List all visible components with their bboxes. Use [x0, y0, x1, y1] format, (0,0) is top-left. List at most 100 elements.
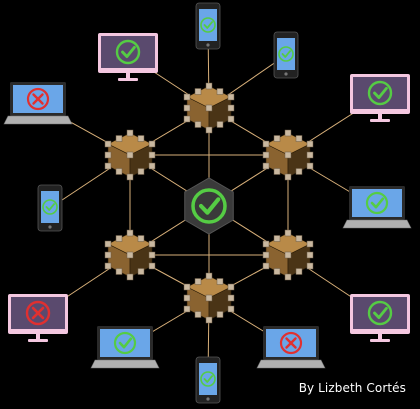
cube-connector [194, 88, 202, 95]
cube-connector [273, 135, 281, 142]
cube-connector [126, 251, 134, 259]
author-credit: By Lizbeth Cortés [298, 381, 406, 395]
cube-connector [306, 251, 314, 259]
node-cube-upper-left [104, 129, 156, 181]
node-cube-bottom [183, 272, 235, 324]
phone-left [37, 184, 63, 232]
cube-connector [126, 273, 134, 281]
cube-connector [183, 305, 191, 313]
cube-connector [284, 273, 292, 281]
cube-connector [183, 294, 191, 302]
cube-connector [306, 151, 314, 159]
cube-connector [137, 135, 145, 142]
cube-connector [295, 168, 303, 175]
cube-connector [306, 262, 314, 270]
cube-connector [205, 316, 213, 324]
cube-connector [183, 283, 191, 291]
cube-connector [115, 268, 123, 275]
cube-connector [295, 235, 303, 242]
cube-connector [148, 162, 156, 170]
cube-connector [306, 140, 314, 148]
phone-bottom [195, 356, 221, 404]
check-icon [191, 188, 227, 224]
cube-connector [104, 262, 112, 270]
cube-connector [205, 294, 213, 302]
cube-connector [126, 173, 134, 181]
check-icon [367, 300, 393, 326]
cube-connector [104, 240, 112, 248]
cross-icon [25, 300, 51, 326]
cube-connector [227, 305, 235, 313]
cross-icon [26, 87, 50, 111]
cube-connector [227, 294, 235, 302]
cube-connector [137, 235, 145, 242]
cube-connector [148, 240, 156, 248]
cube-connector [284, 173, 292, 181]
cube-connector [284, 251, 292, 259]
cube-connector [227, 93, 235, 101]
cube-connector [295, 268, 303, 275]
cube-connector [126, 229, 134, 237]
cube-connector [205, 104, 213, 112]
cube-connector [126, 151, 134, 159]
check-icon [200, 17, 216, 33]
cube-connector [273, 168, 281, 175]
cube-connector [104, 162, 112, 170]
node-layer [3, 2, 412, 404]
cube-connector [137, 268, 145, 275]
cube-connector [183, 104, 191, 112]
node-cube-top [183, 82, 235, 134]
cube-connector [183, 115, 191, 123]
cube-connector [115, 135, 123, 142]
laptop-bottom-right [256, 326, 326, 369]
node-cube-upper-right [262, 129, 314, 181]
check-icon [278, 46, 294, 62]
cube-connector [262, 151, 270, 159]
cube-connector [205, 126, 213, 134]
laptop-bottom-left [90, 326, 160, 369]
phone-top-right [273, 31, 299, 79]
check-icon [367, 80, 393, 106]
cube-connector [183, 93, 191, 101]
cube-connector [148, 140, 156, 148]
monitor-bottom-left [8, 294, 68, 342]
cube-connector [216, 121, 224, 128]
check-icon [365, 191, 389, 215]
cube-connector [137, 168, 145, 175]
laptop-left [3, 82, 73, 125]
check-icon [200, 371, 216, 387]
phone-top [195, 2, 221, 50]
cube-connector [126, 129, 134, 137]
cube-connector [284, 229, 292, 237]
monitor-bottom-right [350, 294, 410, 342]
check-icon [113, 331, 137, 355]
cube-connector [216, 311, 224, 318]
cube-connector [194, 311, 202, 318]
cube-connector [284, 151, 292, 159]
cube-connector [216, 278, 224, 285]
cube-connector [216, 88, 224, 95]
cube-connector [194, 278, 202, 285]
cube-connector [227, 283, 235, 291]
central-hub [184, 177, 234, 235]
cube-connector [148, 251, 156, 259]
cube-connector [148, 151, 156, 159]
cube-connector [295, 135, 303, 142]
laptop-right [342, 186, 412, 229]
cube-connector [273, 235, 281, 242]
cube-connector [104, 151, 112, 159]
cube-connector [227, 115, 235, 123]
cube-connector [104, 140, 112, 148]
cube-connector [104, 251, 112, 259]
cube-connector [262, 251, 270, 259]
cube-connector [306, 240, 314, 248]
cross-icon [279, 331, 303, 355]
cube-connector [284, 129, 292, 137]
cube-connector [148, 262, 156, 270]
cube-connector [227, 104, 235, 112]
check-icon [115, 39, 141, 65]
cube-connector [306, 162, 314, 170]
cube-connector [262, 240, 270, 248]
monitor-top-left [98, 33, 158, 81]
